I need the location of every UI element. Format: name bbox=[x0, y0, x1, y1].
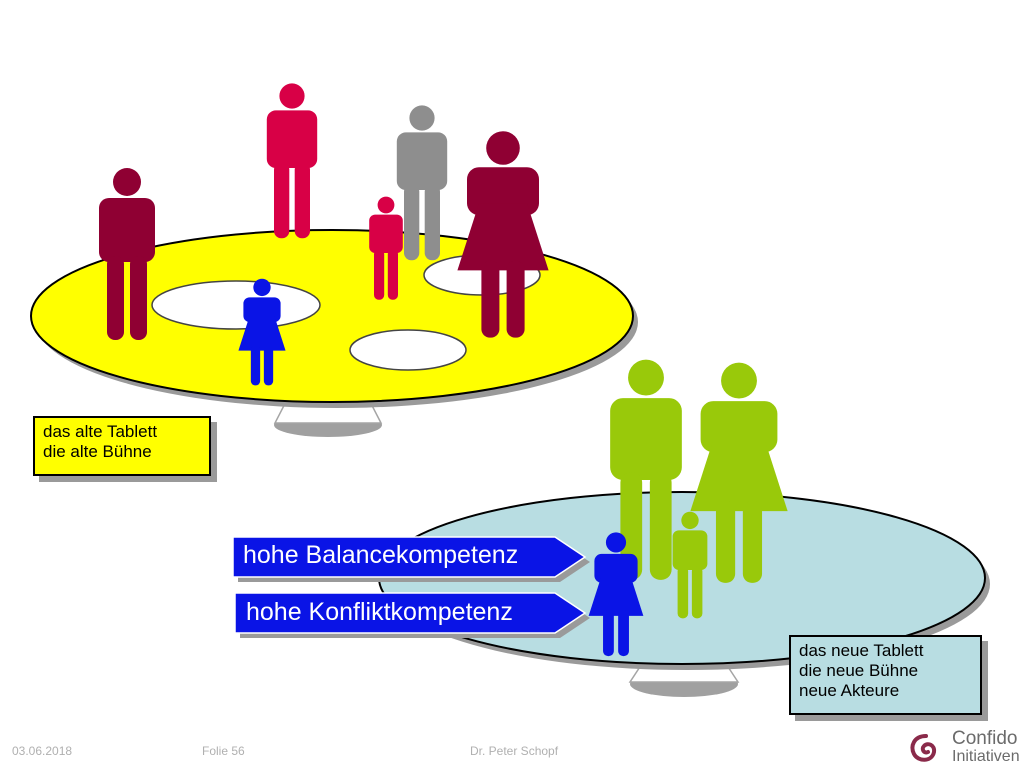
new-stage-label: das neue Tablett die neue Bühne neue Akt… bbox=[789, 635, 982, 715]
new-stage-label-line: das neue Tablett bbox=[799, 641, 924, 660]
arrow-konfliktkompetenz bbox=[234, 592, 590, 638]
confido-logo-text: Confido Initiativen bbox=[952, 728, 1020, 766]
footer-slide-number: Folie 56 bbox=[202, 744, 245, 758]
new-stage-label-line: die neue Bühne bbox=[799, 661, 919, 680]
new-stage-label-line: neue Akteure bbox=[799, 681, 900, 700]
old-stage-label: das alte Tablett die alte Bühne bbox=[33, 416, 211, 476]
old-tray-hole bbox=[151, 280, 321, 330]
man-figure-crimson bbox=[266, 83, 318, 239]
competency-label-konflikt: hohe Konfliktkompetenz bbox=[246, 598, 513, 626]
arrow-balancekompetenz bbox=[232, 536, 590, 582]
logo-line-1: Confido bbox=[952, 728, 1018, 749]
confido-swirl-icon bbox=[910, 734, 937, 762]
confido-logo: Confido Initiativen bbox=[904, 728, 1022, 768]
competency-label-balance: hohe Balancekompetenz bbox=[243, 541, 519, 569]
old-tray-hole bbox=[349, 329, 467, 371]
footer-date: 03.06.2018 bbox=[12, 744, 73, 758]
arrow-shape bbox=[234, 592, 587, 634]
footer-author: Dr. Peter Schopf bbox=[470, 744, 559, 758]
old-stage-label-line: das alte Tablett bbox=[43, 422, 158, 441]
logo-line-2: Initiativen bbox=[952, 748, 1020, 765]
arrow-shape bbox=[232, 536, 587, 578]
old-stage-label-line: die alte Bühne bbox=[43, 442, 152, 461]
